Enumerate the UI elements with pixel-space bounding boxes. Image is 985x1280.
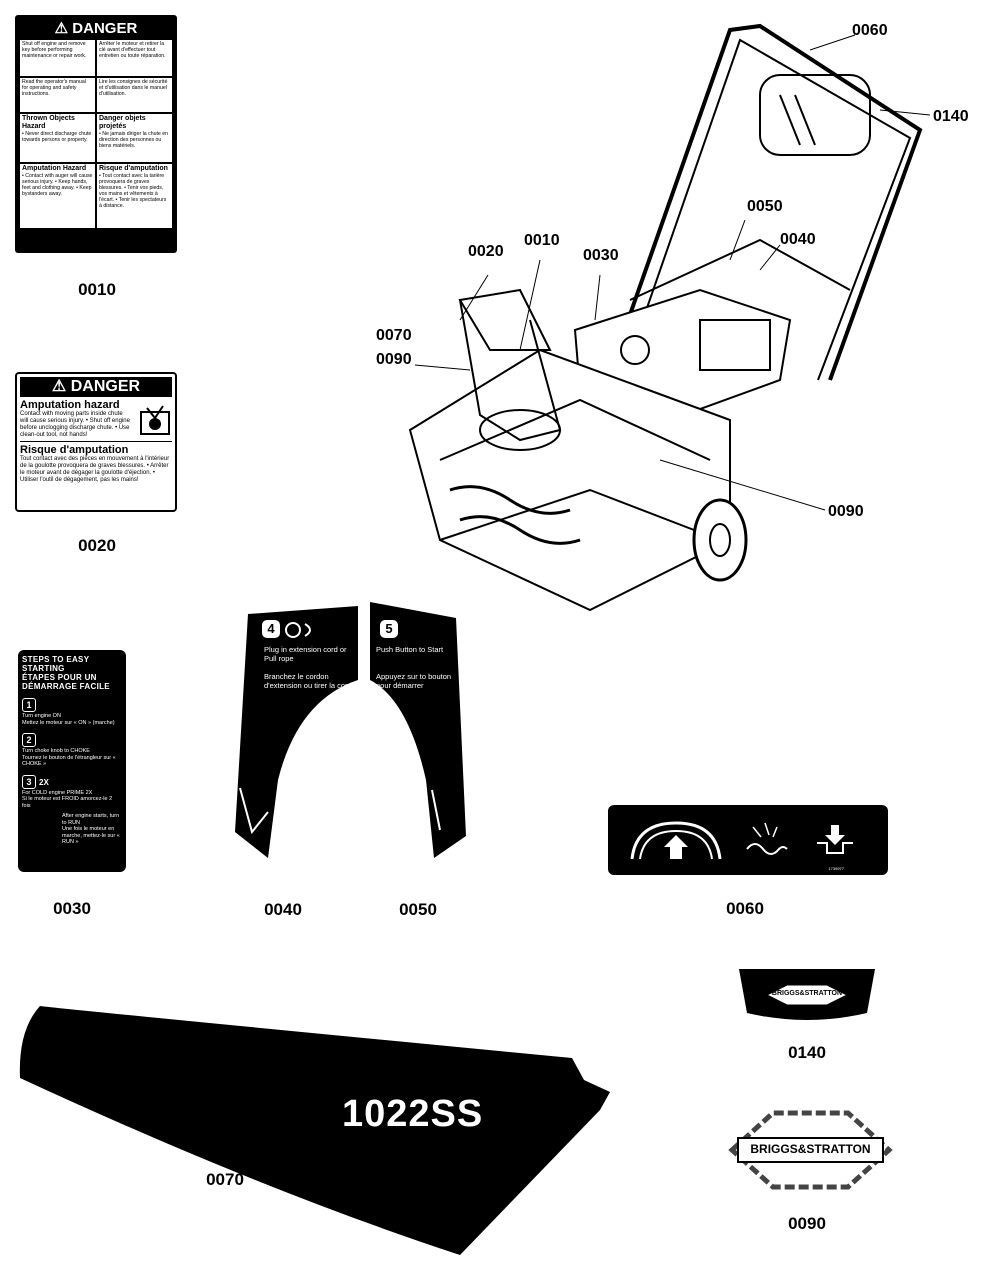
- part-label: 0070: [206, 1170, 244, 1189]
- starting-steps-decal-0030: STEPS TO EASY STARTING ÉTAPES POUR UN DÉ…: [18, 650, 126, 872]
- decal-header: ⚠ DANGER: [20, 377, 172, 397]
- part-label: 0040: [264, 900, 302, 919]
- auger-icon: [746, 822, 788, 855]
- decal-code: 1739977: [828, 866, 844, 871]
- push-down-icon: [817, 825, 853, 854]
- part-label: 0090: [788, 1214, 826, 1233]
- part-label: 0140: [788, 1043, 826, 1062]
- callout-0140: 0140: [933, 108, 969, 125]
- step-row: 1 Turn engine ON Mettez le moteur sur « …: [22, 698, 115, 726]
- part-label: 0020: [78, 536, 116, 555]
- decal-cell-fr: Danger objets projetés• Ne jamais dirige…: [96, 113, 173, 163]
- brand-text: BRIGGS&STRATTON: [771, 990, 843, 997]
- briggs-badge-0140: [739, 969, 875, 1020]
- snowblower-illustration: [408, 23, 931, 612]
- part-label: 0030: [53, 899, 91, 918]
- decal-cell-en: Thrown Objects Hazard• Never direct disc…: [19, 113, 96, 163]
- decal-cell-fr: Risque d'amputation• Tout contact avec l…: [96, 163, 173, 229]
- decal-cell-en: Read the operator's manual for operating…: [19, 77, 96, 113]
- part-label: 0060: [726, 899, 764, 918]
- step-number: 4: [262, 620, 280, 638]
- step-row: 2 Turn choke knob to CHOKE Tournez le bo…: [22, 733, 116, 767]
- decal-cell-fr: Lire les consignes de sécurité et d'util…: [96, 77, 173, 113]
- step-text-fr: Branchez le cordon d'extension ou tirer …: [264, 672, 356, 690]
- decal-grid: Shut off engine and remove key before pe…: [19, 39, 173, 229]
- decal-0040-shape: [235, 606, 358, 858]
- step-text-en: Push Button to Start: [376, 645, 444, 654]
- callout-0050: 0050: [747, 198, 783, 215]
- decal-cell-en: Amputation Hazard• Contact with auger wi…: [19, 163, 96, 229]
- decal-cell-fr: Arrêter le moteur et retirer la clé avan…: [96, 39, 173, 77]
- danger-decal-0010: ⚠ DANGER Shut off engine and remove key …: [15, 15, 177, 253]
- callout-0090: 0090: [828, 503, 864, 520]
- step-row: After engine starts, turn to RUN Une foi…: [62, 813, 120, 845]
- decal-text-en: Contact with moving parts inside chute w…: [20, 411, 130, 438]
- brand-text: BRIGGS&STRATTON: [750, 1142, 871, 1156]
- decal-0050-shape: [370, 602, 466, 858]
- decal-title-en: STEPS TO EASY STARTING: [22, 655, 90, 673]
- part-label: 0010: [78, 280, 116, 299]
- callout-0010: 0010: [524, 232, 560, 249]
- side-stripe-decal-0070: [19, 1006, 611, 1255]
- step-number: 5: [380, 620, 398, 638]
- decal-title-fr: ÉTAPES POUR UN DÉMARRAGE FACILE: [22, 673, 110, 691]
- decal-cell-en: Shut off engine and remove key before pe…: [19, 39, 96, 77]
- decal-header: ⚠ DANGER: [54, 20, 138, 37]
- part-label: 0050: [399, 900, 437, 919]
- step-text-en: Plug in extension cord or Pull rope: [264, 645, 347, 663]
- callout-0060: 0060: [852, 22, 888, 39]
- callout-0090: 0090: [376, 351, 412, 368]
- handle-lift-icon: [630, 821, 722, 860]
- engine-plug-icon: [285, 622, 311, 638]
- callout-0030: 0030: [583, 247, 619, 264]
- decal-title-fr: Risque d'amputation: [20, 444, 129, 456]
- callout-0070: 0070: [376, 327, 412, 344]
- decal-title-en: Amputation hazard: [20, 399, 120, 411]
- callout-0020: 0020: [468, 243, 504, 260]
- amputation-hand-icon: [140, 405, 170, 435]
- callout-0040: 0040: [780, 231, 816, 248]
- model-number: 1022SS: [342, 1093, 484, 1135]
- danger-decal-0020: ⚠ DANGER Amputation hazard Contact with …: [15, 372, 177, 512]
- step-text-fr: Appuyez sur to bouton pour démarrer: [376, 672, 452, 690]
- briggs-badge-0090: [728, 1110, 893, 1190]
- handle-decal-0060: 1739977: [608, 805, 888, 875]
- decal-text-fr: Tout contact avec des pièces en mouvemen…: [20, 456, 170, 483]
